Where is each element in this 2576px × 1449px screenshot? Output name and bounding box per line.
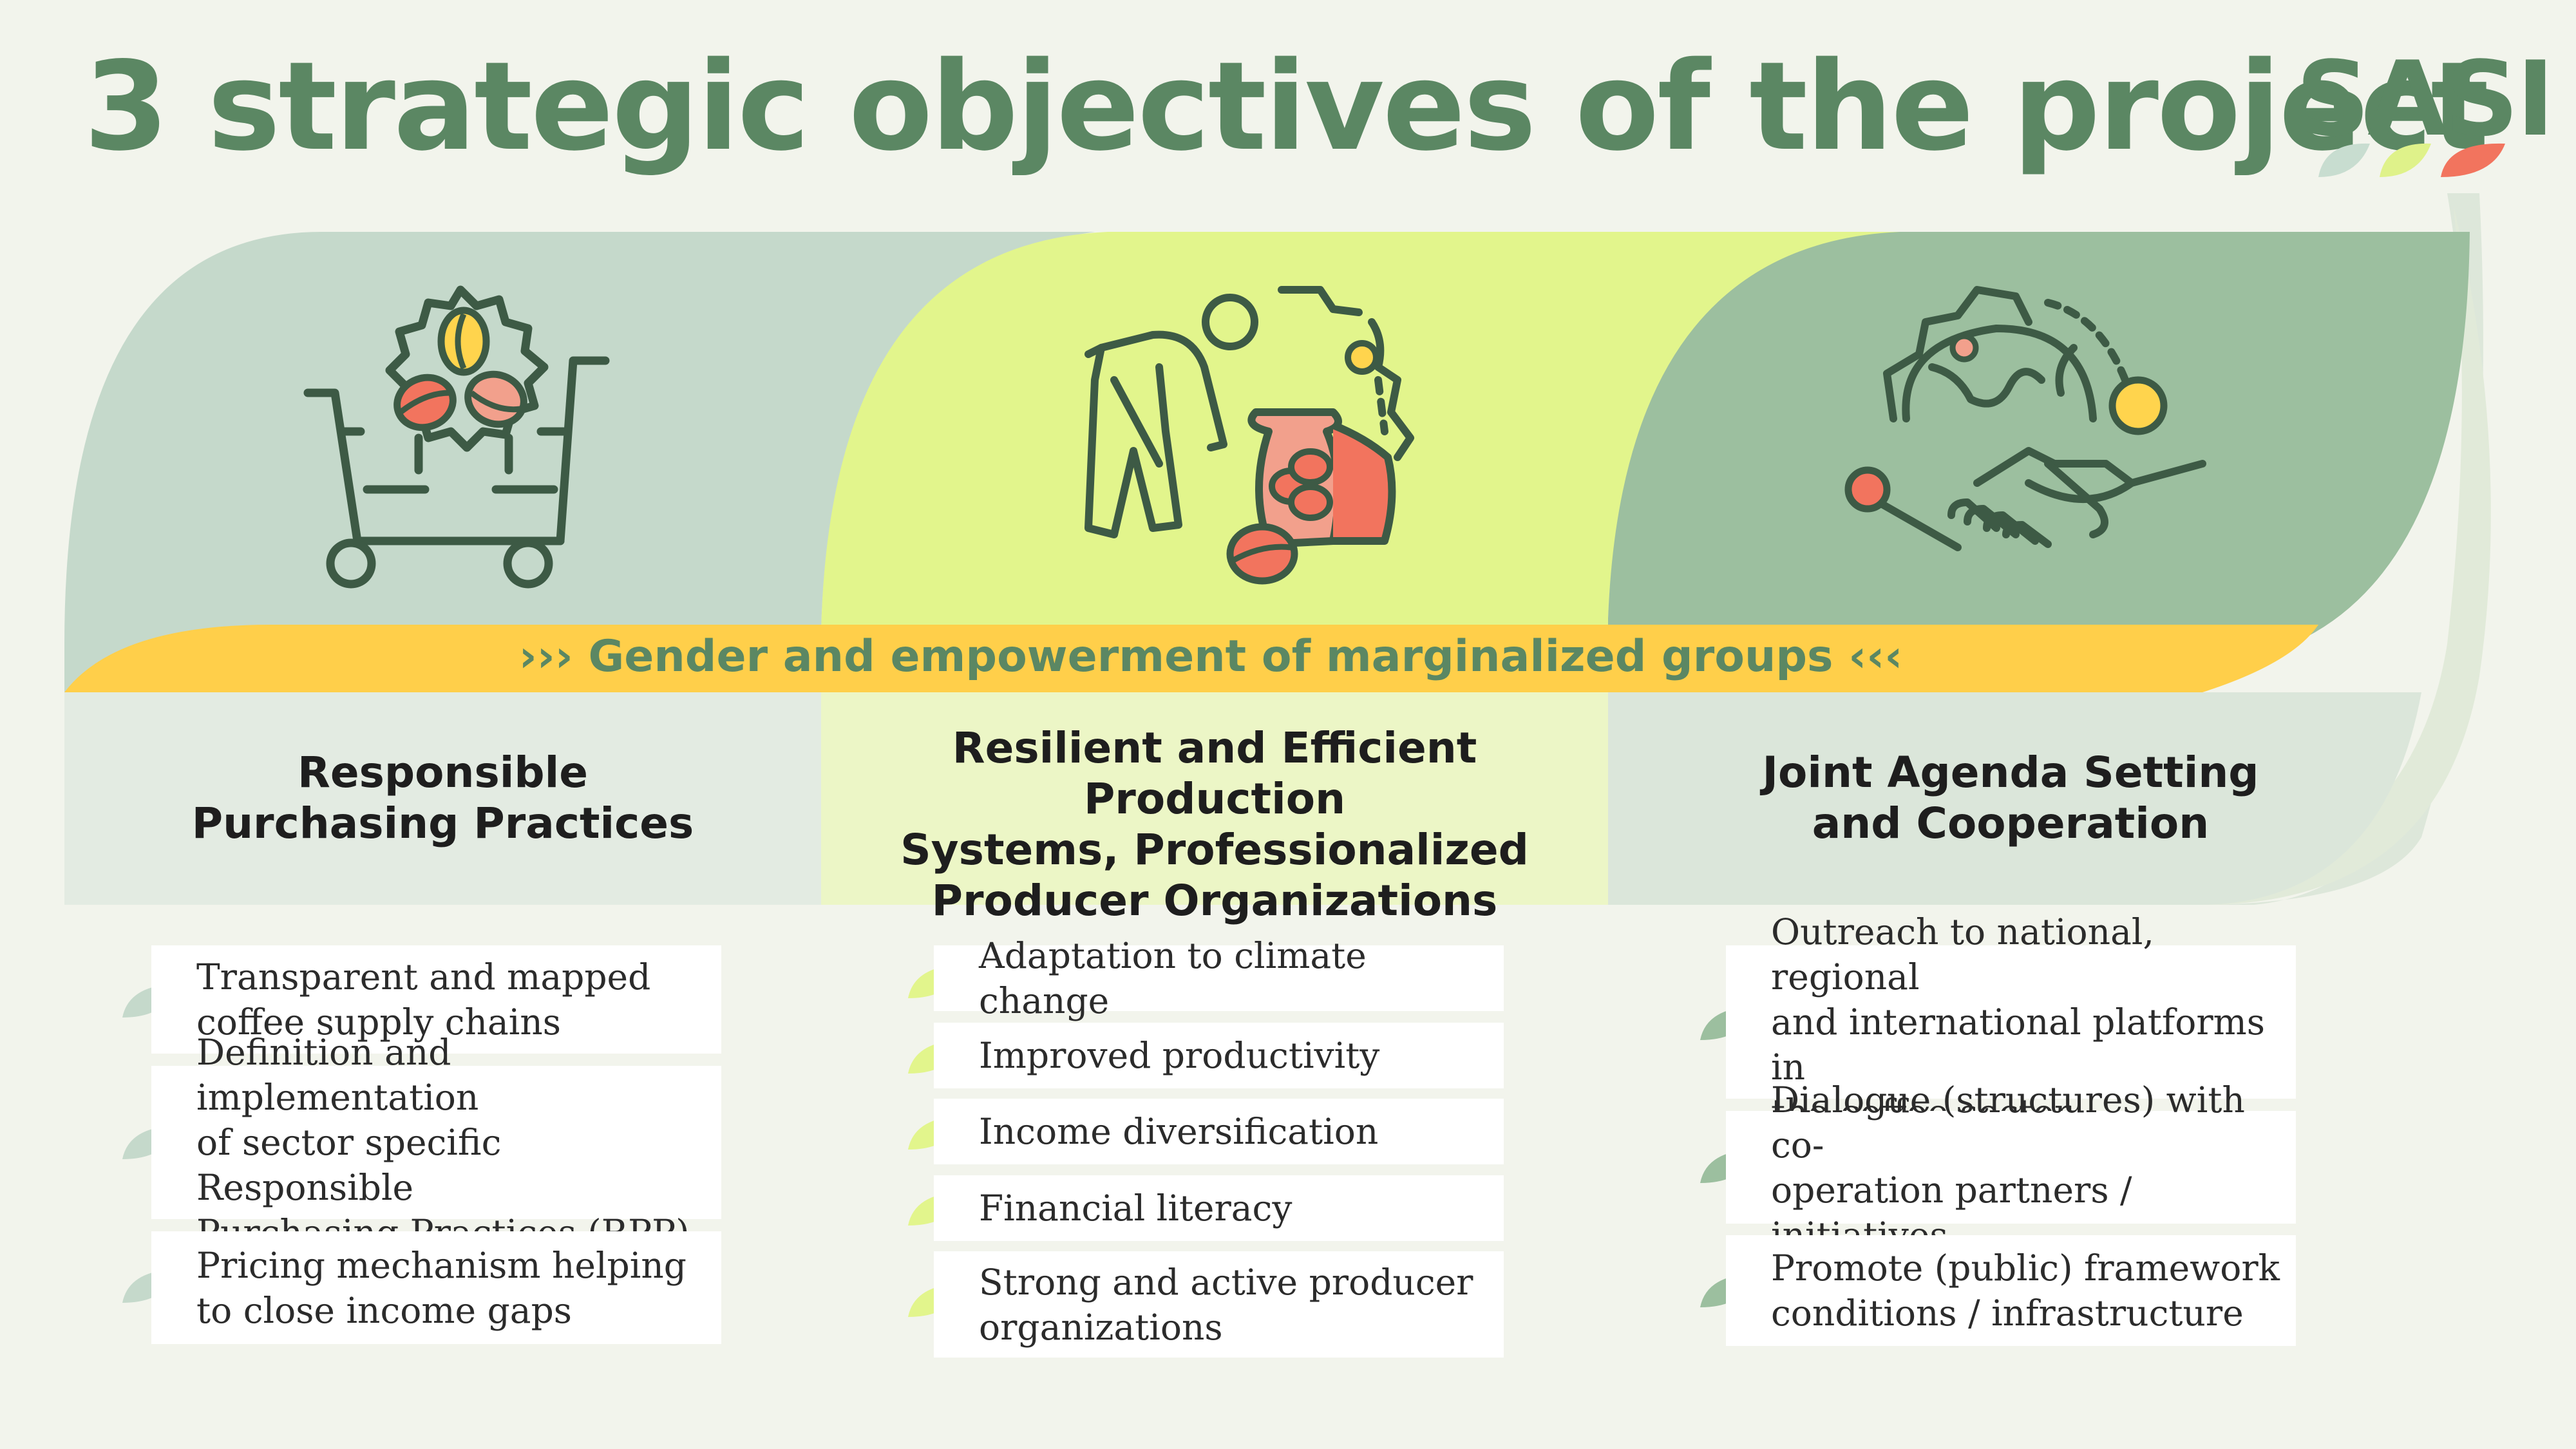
farmer-coffee-sack-icon <box>1084 286 1414 585</box>
objective-3-title: Joint Agenda Setting and Cooperation <box>1608 747 2413 849</box>
objective-2-title: Resilient and Efficient Production Syste… <box>821 723 1608 926</box>
lower-col-1 <box>64 692 821 905</box>
logo-leaf-marks <box>2318 143 2505 177</box>
objective-3-title-line-1: Joint Agenda Setting <box>1762 748 2259 797</box>
list-item: Adaptation to climate change <box>934 935 1504 1021</box>
list-item: Income diversification <box>934 1099 1504 1164</box>
sasi-logo: SASI <box>2296 39 2555 159</box>
list-item: Improved productivity <box>934 1023 1504 1088</box>
objective-2-title-line-2: Systems, Professionalized <box>900 825 1529 875</box>
objective-1-title: Responsible Purchasing Practices <box>64 747 821 849</box>
lower-col-3 <box>1608 692 2421 905</box>
shopping-cart-coffee-icon <box>303 285 610 589</box>
handshake-globe-icon <box>1844 286 2206 551</box>
objective-1-title-line-1: Responsible <box>298 748 588 797</box>
list-item: Financial literacy <box>934 1175 1504 1241</box>
upper-col-1 <box>64 232 1095 692</box>
page-title: 3 strategic objectives of the project <box>84 35 2489 178</box>
logo-mark-3 <box>2441 143 2505 177</box>
logo-mark-2 <box>2380 143 2431 177</box>
logo-mark-1 <box>2318 143 2370 177</box>
list-item: Dialogue (structures) with co-operation … <box>1726 1079 2296 1256</box>
objective-3-title-line-2: and Cooperation <box>1812 799 2210 848</box>
objective-2-title-line-1: Resilient and Efficient Production <box>952 723 1477 824</box>
objective-1-title-line-2: Purchasing Practices <box>191 799 694 848</box>
gender-banner <box>64 625 2318 692</box>
objective-2-title-line-3: Producer Organizations <box>931 876 1498 925</box>
lower-col-2 <box>821 692 1608 905</box>
gender-banner-text: ››› Gender and empowerment of marginaliz… <box>518 631 1903 682</box>
upper-col-3 <box>1608 232 2470 692</box>
